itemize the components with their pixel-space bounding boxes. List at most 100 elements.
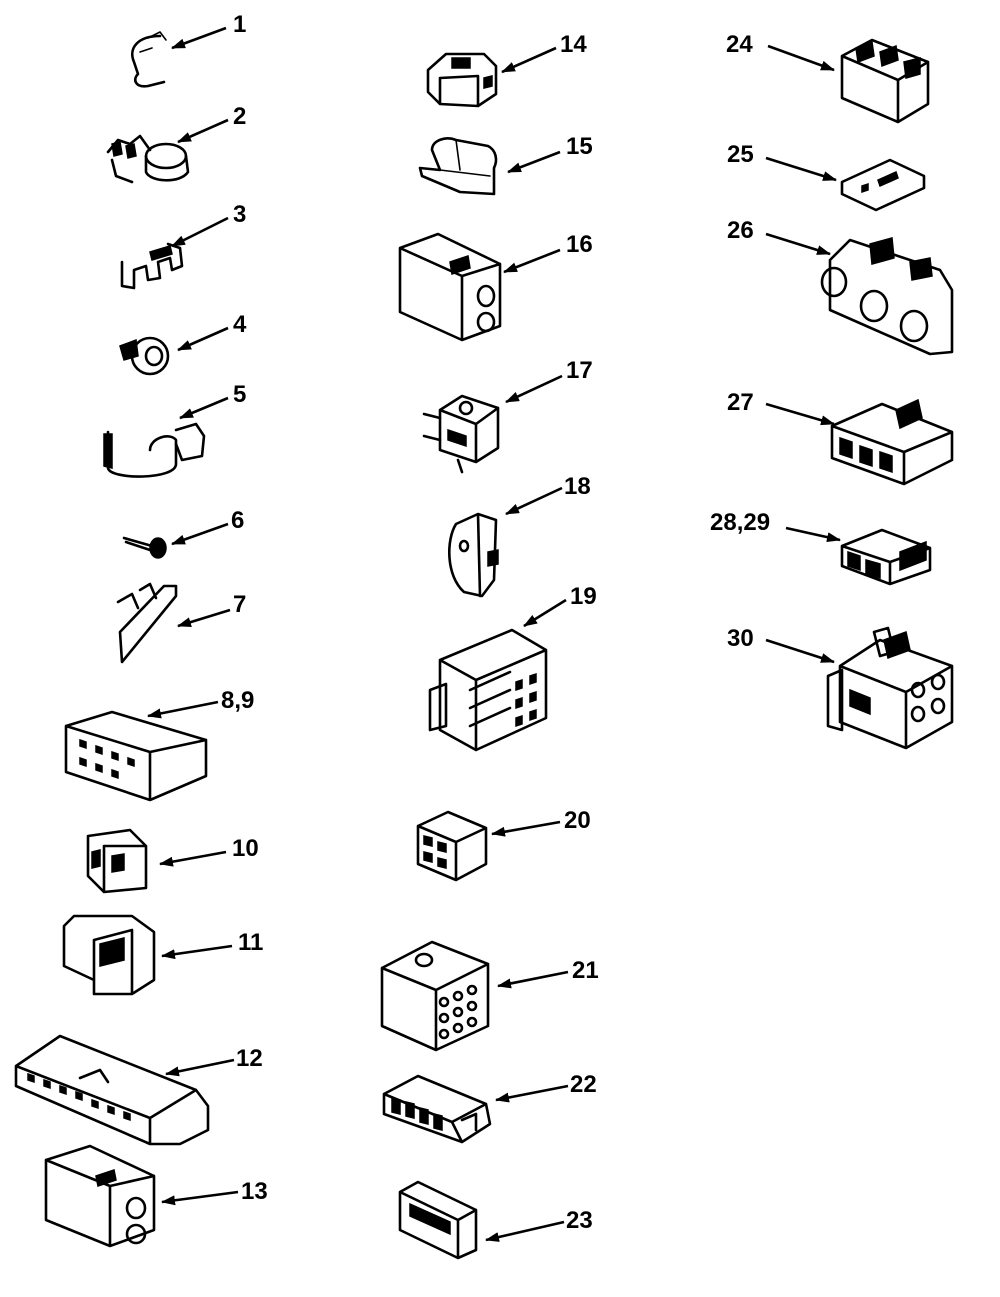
part-1-label: 1	[233, 11, 246, 38]
part-25-arrow	[765, 156, 837, 182]
part-14-body	[426, 52, 498, 108]
part-27-label: 27	[727, 389, 754, 416]
part-5-band	[106, 430, 178, 478]
part-21: 21	[380, 940, 599, 1052]
part-5-head	[174, 422, 206, 462]
part-8-9-body	[64, 710, 208, 802]
part-6-label: 6	[231, 507, 244, 534]
part-20-arrow	[491, 820, 561, 837]
part-26-label: 26	[727, 217, 754, 244]
part-22-tab	[460, 1112, 478, 1132]
part-2-arrow	[177, 118, 229, 144]
part-16-body	[398, 232, 502, 342]
part-13-arrow	[161, 1190, 239, 1206]
part-4-shading	[119, 338, 139, 361]
part-5-arrow	[179, 396, 229, 420]
part-28-29-shading	[847, 540, 927, 579]
part-27-shading	[839, 398, 923, 474]
part-1-drawing	[131, 34, 166, 88]
part-8-9-pins	[79, 738, 135, 780]
part-13: 13	[44, 1144, 268, 1248]
part-15-body	[418, 137, 498, 196]
part-19-arrow	[523, 598, 567, 628]
part-25-body	[840, 158, 926, 212]
part-22-label: 22	[570, 1071, 597, 1098]
part-18: 18	[447, 473, 591, 598]
part-16-socket-2	[476, 311, 496, 333]
part-6-head	[149, 537, 167, 559]
part-10: 10	[86, 828, 259, 894]
part-19: 19	[428, 583, 597, 752]
part-23: 23	[398, 1180, 593, 1260]
part-25-label: 25	[727, 141, 754, 168]
part-13-body	[44, 1144, 156, 1248]
part-22-arrow	[495, 1084, 569, 1103]
part-17-body	[438, 394, 500, 464]
part-27-body	[830, 402, 954, 486]
part-26-arrow	[765, 232, 831, 256]
part-10-label: 10	[232, 835, 259, 862]
part-28-29-arrow	[785, 526, 841, 543]
part-11-body	[62, 914, 156, 996]
part-16-shading	[449, 255, 471, 275]
part-14-shading	[451, 57, 493, 89]
part-12-pins	[27, 1072, 131, 1122]
part-23-label: 23	[566, 1207, 593, 1234]
part-28-29: 28,29	[710, 509, 932, 586]
part-1: 1	[131, 11, 246, 88]
part-4-inner	[144, 345, 164, 367]
part-13-shading	[95, 1169, 117, 1187]
part-3-arrow	[171, 216, 229, 248]
part-12-tab	[78, 1068, 110, 1084]
part-1-detail	[139, 31, 167, 53]
part-27: 27	[727, 389, 954, 486]
part-28-29-label: 28,29	[710, 509, 770, 536]
part-23-pins	[409, 1202, 451, 1236]
part-30-shading	[849, 631, 911, 716]
part-20-body	[416, 810, 488, 882]
part-8-9: 8,9	[64, 687, 254, 802]
part-10-arrow	[159, 850, 227, 867]
part-2: 2	[106, 103, 246, 184]
part-30-label: 30	[727, 625, 754, 652]
part-17-shading	[447, 428, 467, 448]
part-4: 4	[119, 311, 247, 376]
part-6-shank	[122, 536, 154, 552]
part-24: 24	[726, 31, 930, 124]
part-7-label: 7	[233, 591, 246, 618]
part-12-arrow	[165, 1058, 235, 1077]
part-24-shading	[855, 40, 921, 79]
part-2-label: 2	[233, 103, 246, 130]
part-16: 16	[398, 231, 593, 342]
part-2-shading	[111, 141, 137, 159]
part-1-arrow	[171, 26, 227, 50]
part-15: 15	[418, 133, 593, 196]
part-26-frame	[828, 238, 954, 356]
part-11-label: 11	[238, 929, 263, 956]
part-14: 14	[426, 31, 587, 108]
part-23-body	[398, 1180, 478, 1260]
part-10-body	[86, 828, 148, 894]
part-30-arrow	[765, 638, 835, 664]
part-25: 25	[727, 141, 926, 212]
part-15-label: 15	[566, 133, 593, 160]
part-8-9-arrow	[147, 700, 219, 719]
part-21-body	[380, 940, 490, 1052]
part-3-label: 3	[233, 201, 246, 228]
part-19-latch	[428, 682, 448, 732]
part-17-hole	[458, 400, 474, 416]
part-16-label: 16	[566, 231, 593, 258]
part-11: 11	[62, 914, 263, 996]
part-18-arrow	[505, 486, 563, 516]
part-20-label: 20	[564, 807, 591, 834]
part-26: 26	[727, 217, 954, 356]
part-20: 20	[416, 807, 591, 882]
part-10-shading	[91, 849, 125, 873]
part-12: 12	[14, 1034, 263, 1146]
part-17-pins	[422, 412, 464, 474]
part-13-label: 13	[241, 1178, 268, 1205]
part-21-sockets	[438, 984, 478, 1040]
part-23-arrow	[485, 1220, 565, 1242]
part-12-label: 12	[236, 1045, 263, 1072]
part-18-shading	[487, 549, 499, 567]
